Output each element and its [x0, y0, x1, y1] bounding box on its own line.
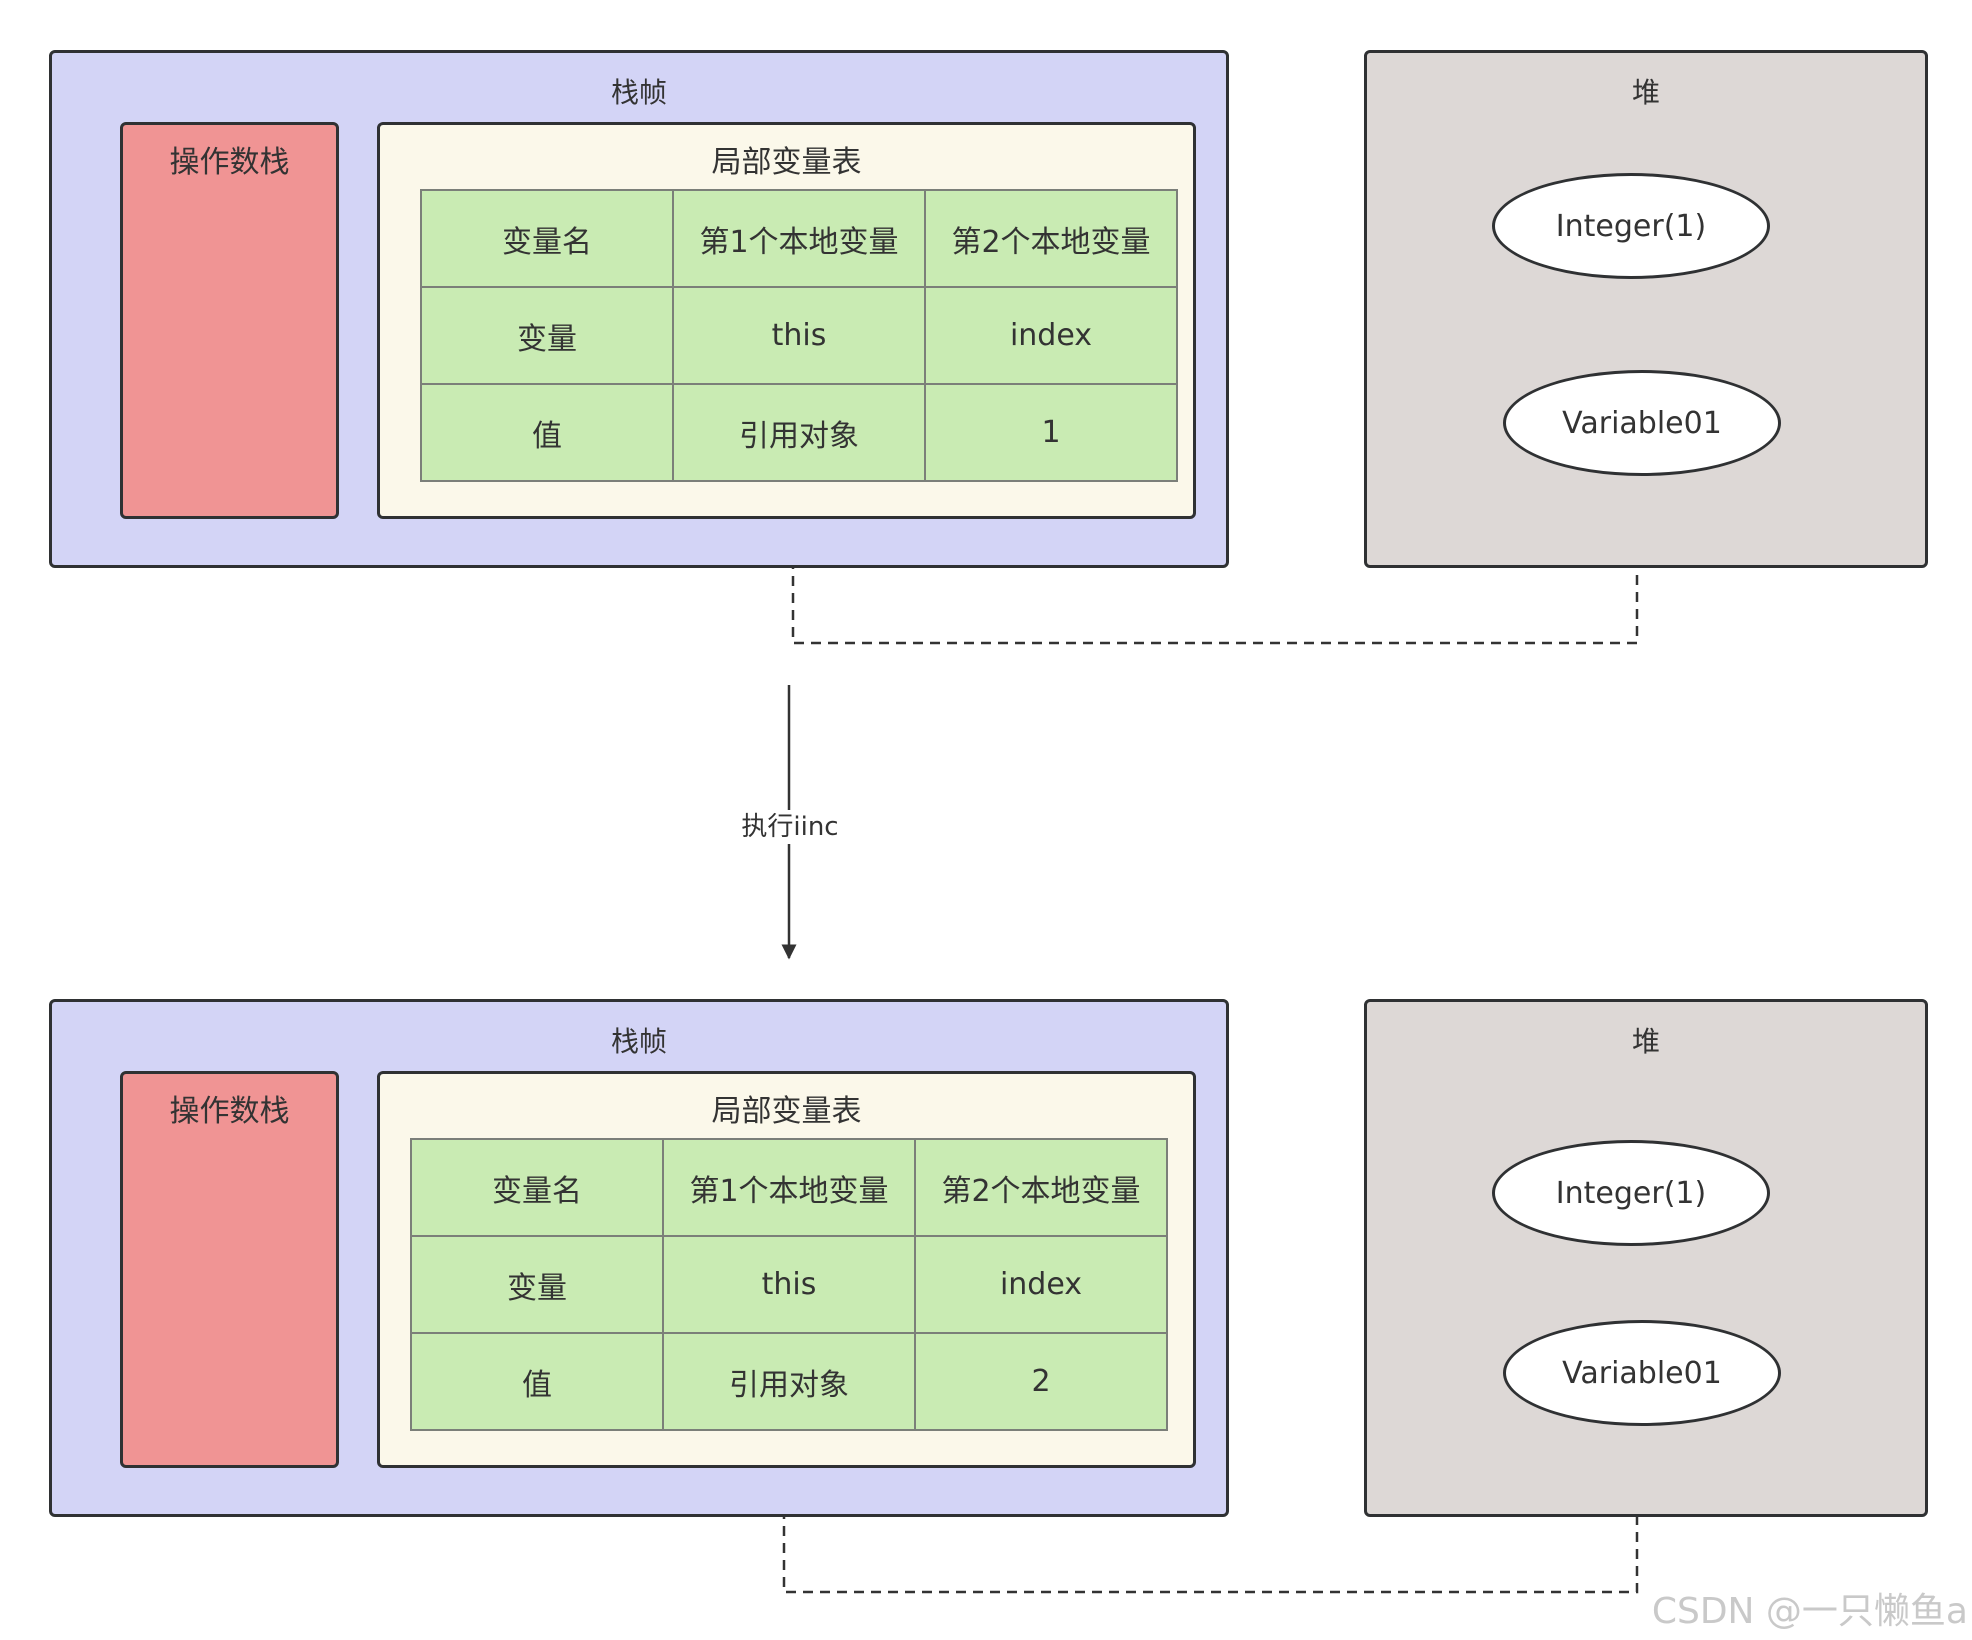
bottom-stack-frame: 栈帧 操作数栈 局部变量表 变量名 第1个本地变量 第2个本地变量 变量 thi…	[49, 999, 1229, 1517]
table-cell: index	[924, 286, 1178, 385]
table-cell: 变量	[420, 286, 674, 385]
table-cell: 变量名	[410, 1138, 664, 1237]
table-cell: 1	[924, 383, 1178, 482]
bottom-heap-object-variable: Variable01	[1503, 1320, 1781, 1426]
table-cell: 引用对象	[662, 1332, 916, 1431]
step-label: 执行iinc	[740, 810, 840, 844]
table-cell: 值	[420, 383, 674, 482]
table-cell: 变量名	[420, 189, 674, 288]
table-row: 变量名 第1个本地变量 第2个本地变量	[410, 1138, 1168, 1237]
table-cell: 第2个本地变量	[914, 1138, 1168, 1237]
bottom-heap-object-integer: Integer(1)	[1492, 1140, 1770, 1246]
top-heap: 堆 Integer(1) Variable01	[1364, 50, 1928, 568]
top-heap-object-integer: Integer(1)	[1492, 173, 1770, 279]
table-cell: 第1个本地变量	[672, 189, 926, 288]
top-stack-frame: 栈帧 操作数栈 局部变量表 变量名 第1个本地变量 第2个本地变量 变量 thi…	[49, 50, 1229, 568]
table-cell: this	[672, 286, 926, 385]
bottom-local-variable-table: 局部变量表 变量名 第1个本地变量 第2个本地变量 变量 this index …	[377, 1071, 1196, 1468]
top-operand-stack-label: 操作数栈	[169, 145, 290, 180]
top-local-variable-table-title: 局部变量表	[711, 145, 862, 180]
table-cell: index	[914, 1235, 1168, 1334]
table-cell: 引用对象	[672, 383, 926, 482]
table-row: 值 引用对象 1	[420, 383, 1178, 482]
bottom-stack-frame-title: 栈帧	[610, 1025, 667, 1058]
bottom-operand-stack-label: 操作数栈	[169, 1094, 290, 1129]
top-heap-object-variable: Variable01	[1503, 370, 1781, 476]
bottom-heap-title: 堆	[1631, 1025, 1660, 1058]
bottom-operand-stack: 操作数栈	[120, 1071, 339, 1468]
bottom-local-variable-table-title: 局部变量表	[711, 1094, 862, 1129]
table-cell: 2	[914, 1332, 1168, 1431]
top-heap-title: 堆	[1631, 76, 1660, 109]
table-row: 变量名 第1个本地变量 第2个本地变量	[420, 189, 1178, 288]
top-variable-grid: 变量名 第1个本地变量 第2个本地变量 变量 this index 值 引用对象…	[420, 189, 1178, 482]
top-stack-frame-title: 栈帧	[610, 76, 667, 109]
table-row: 值 引用对象 2	[410, 1332, 1168, 1431]
bottom-variable-grid: 变量名 第1个本地变量 第2个本地变量 变量 this index 值 引用对象…	[410, 1138, 1168, 1431]
table-cell: 第1个本地变量	[662, 1138, 916, 1237]
table-cell: this	[662, 1235, 916, 1334]
top-operand-stack: 操作数栈	[120, 122, 339, 519]
bottom-heap: 堆 Integer(1) Variable01	[1364, 999, 1928, 1517]
table-row: 变量 this index	[420, 286, 1178, 385]
table-row: 变量 this index	[410, 1235, 1168, 1334]
top-local-variable-table: 局部变量表 变量名 第1个本地变量 第2个本地变量 变量 this index …	[377, 122, 1196, 519]
table-cell: 第2个本地变量	[924, 189, 1178, 288]
table-cell: 变量	[410, 1235, 664, 1334]
table-cell: 值	[410, 1332, 664, 1431]
watermark: CSDN @一只懒鱼a	[1651, 1591, 1968, 1632]
